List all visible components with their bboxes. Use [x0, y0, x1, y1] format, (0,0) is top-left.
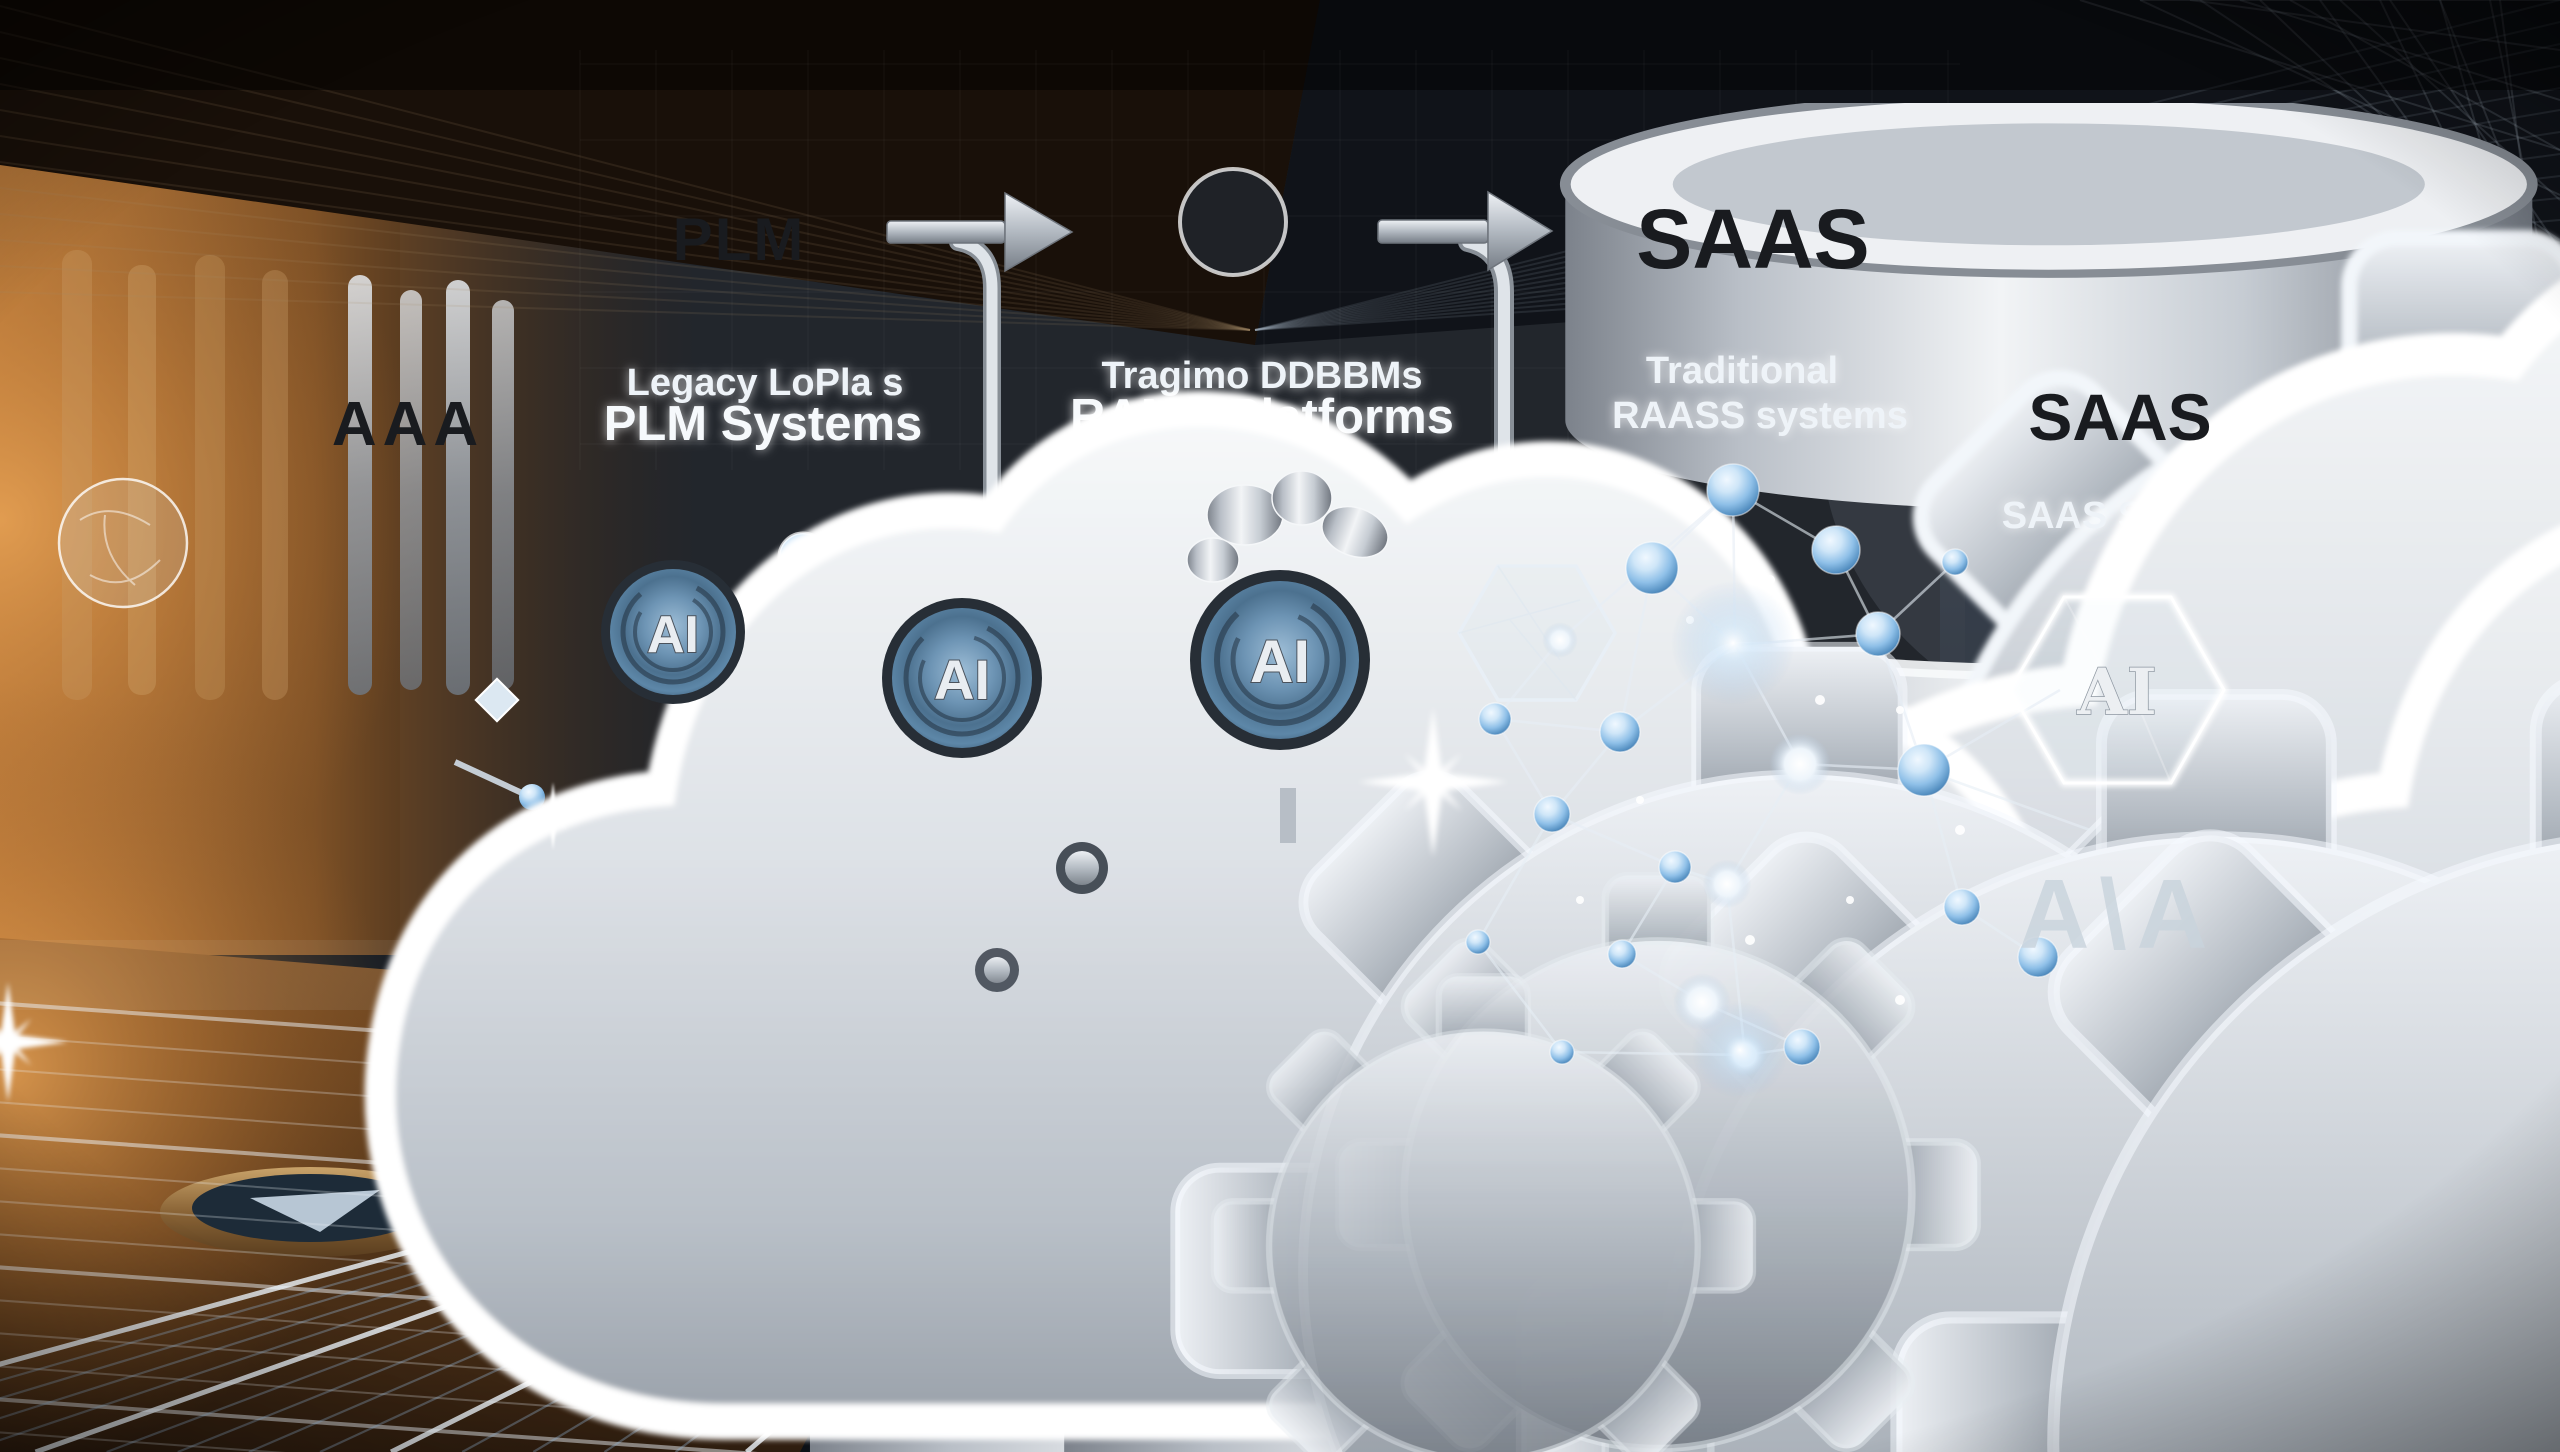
illustration-canvas: PLM Legacy LoPla s PLM Systems Tragimo D… [0, 0, 2560, 1452]
vignette-overlay [0, 0, 2560, 1452]
scene-illustration: PLM Legacy LoPla s PLM Systems Tragimo D… [0, 0, 2560, 1452]
